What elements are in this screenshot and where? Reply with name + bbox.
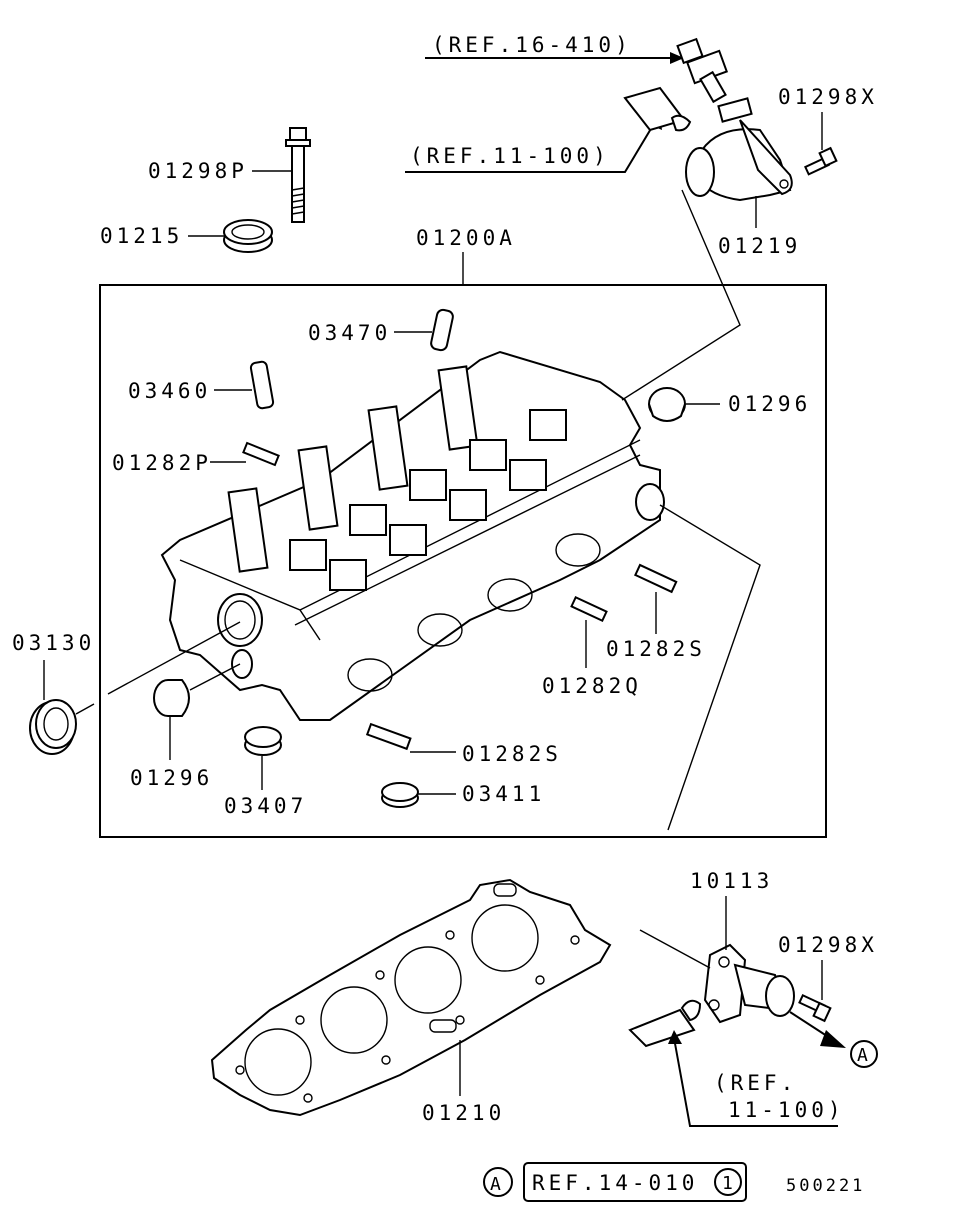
footer-ref-num: 1	[722, 1173, 733, 1194]
plug-01296-left	[153, 679, 190, 717]
circle-a-label: A	[857, 1045, 868, 1066]
part-03407-label: 03407	[224, 794, 307, 818]
ref-11-100-top-callout: (REF.11-100)	[405, 114, 662, 173]
guide-03460	[249, 360, 275, 410]
arrow-to-a	[789, 1011, 846, 1048]
guide-03470	[430, 308, 454, 352]
bolt-01298x-bottom	[798, 993, 832, 1023]
bolt-01298x-top	[804, 146, 838, 176]
head-gasket-01210	[210, 878, 612, 1117]
part-01296-right-label: 01296	[728, 392, 811, 416]
washer-01215	[223, 219, 273, 253]
footer-a-label: A	[490, 1174, 501, 1195]
head-bolt-01298p	[285, 127, 311, 223]
part-03460-label: 03460	[128, 379, 211, 403]
footer-reference: A REF.14-010 1	[483, 1162, 747, 1202]
oil-seal-03130	[29, 699, 77, 755]
part-01282q-label: 01282Q	[542, 674, 642, 698]
solenoid-valve-01219	[685, 97, 793, 202]
ref-11-100-bottom-line1: (REF.	[714, 1071, 797, 1095]
part-10113-label: 10113	[690, 869, 773, 893]
part-01215-label: 01215	[100, 224, 183, 248]
part-03470-label: 03470	[308, 321, 391, 345]
circle-a-marker: A	[850, 1040, 878, 1068]
part-01298x-bottom-label: 01298X	[778, 933, 878, 957]
cylinder-head-body	[160, 350, 665, 721]
part-01282s-upper-label: 01282S	[606, 637, 706, 661]
stud-01282s-upper	[634, 563, 678, 594]
part-01298x-top-label: 01298X	[778, 85, 878, 109]
ring-03411	[381, 782, 419, 808]
sensor-connector-part	[676, 37, 729, 104]
footer-ref-label: REF.14-010	[532, 1171, 698, 1195]
ref-11-100-top-label: (REF.11-100)	[410, 144, 610, 168]
part-03411-label: 03411	[462, 782, 545, 806]
part-01210-label: 01210	[422, 1101, 505, 1125]
part-01296-left-label: 01296	[130, 766, 213, 790]
ref-11-100-bottom-callout: (REF. 11-100)	[668, 1030, 845, 1127]
ref-16-410-label: (REF.16-410)	[432, 33, 632, 57]
diagram-code: 500221	[786, 1176, 865, 1196]
plug-01296-right	[648, 387, 686, 422]
part-01219-label: 01219	[718, 234, 801, 258]
cylinder-head-assembly-box	[99, 284, 827, 838]
sealant-tube-bottom	[628, 999, 702, 1048]
ref-16-410-callout: (REF.16-410)	[425, 33, 684, 64]
part-01282s-lower-label: 01282S	[462, 742, 562, 766]
stud-01282s-lower	[365, 722, 412, 751]
ref-11-100-bottom-line2: 11-100)	[728, 1098, 845, 1122]
part-01282p-label: 01282P	[112, 451, 212, 475]
valve-10113	[703, 943, 795, 1024]
stud-01282q	[570, 595, 608, 623]
part-03130-label: 03130	[12, 631, 95, 655]
seal-ring-03407	[244, 726, 282, 756]
part-01298p-label: 01298P	[148, 159, 248, 183]
stud-01282p	[242, 441, 280, 467]
part-01200a-label: 01200A	[416, 226, 516, 250]
sealant-tube-top	[623, 86, 692, 132]
